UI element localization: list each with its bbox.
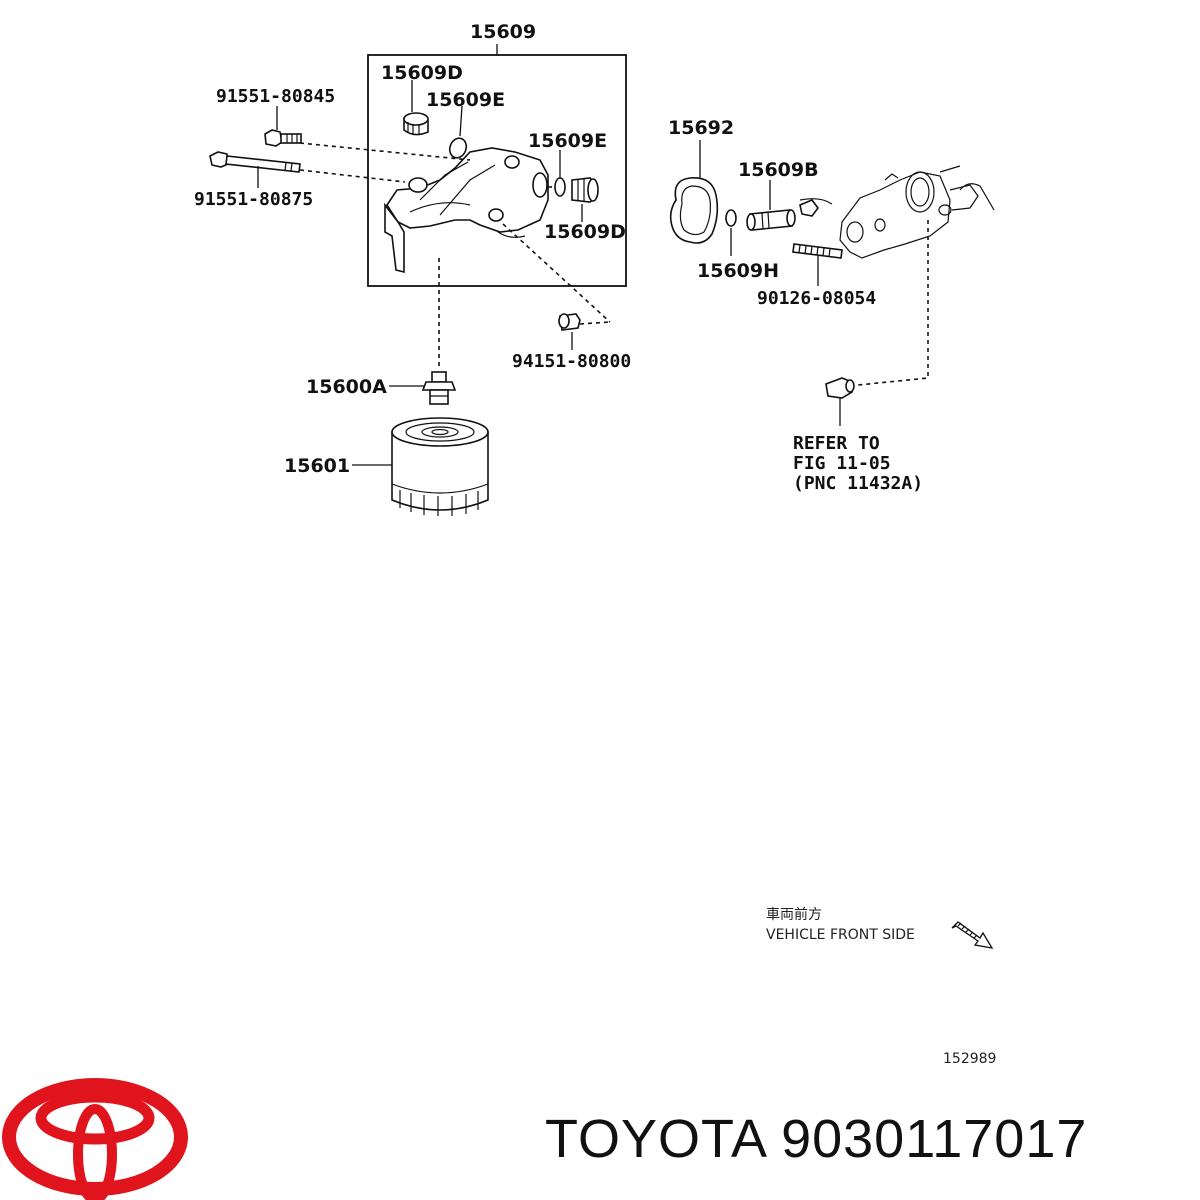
stud-90126-08054 [792, 243, 843, 259]
toyota-logo-icon [2, 1078, 188, 1200]
o-ring-15609E-right [554, 177, 566, 197]
label-15609D-right: 15609D [544, 221, 626, 243]
front-label-en: VEHICLE FRONT SIDE [766, 927, 915, 943]
brand-name: TOYOTA [545, 1109, 766, 1169]
label-15609B: 15609B [738, 159, 819, 181]
front-label-jp: 車両前方 [766, 906, 822, 923]
drain-plug-refer [825, 377, 855, 399]
label-15609: 15609 [470, 21, 536, 43]
label-15601: 15601 [284, 455, 350, 477]
label-15609E-right: 15609E [528, 130, 607, 152]
engine-block-fragment [799, 165, 995, 259]
label-91551-80845: 91551-80845 [216, 86, 335, 107]
plug-94151-80800 [558, 313, 581, 331]
oil-filter-15601 [391, 417, 489, 516]
label-15609H: 15609H [697, 260, 779, 282]
label-15600A: 15600A [306, 376, 387, 398]
label-94151-80800: 94151-80800 [512, 351, 631, 372]
part-number: 9030117017 [781, 1109, 1088, 1169]
refer-note-line1: REFER TO [793, 433, 880, 454]
label-90126-08054: 90126-08054 [757, 288, 876, 309]
pipe-15609B [746, 209, 796, 231]
bolt-91551-80875 [209, 151, 301, 173]
figure-number: 152989 [943, 1051, 996, 1067]
label-15609E-top: 15609E [426, 89, 505, 111]
union-15600A [421, 371, 457, 405]
label-15692: 15692 [668, 117, 734, 139]
brand-title: TOYOTA 9030117017 [545, 1108, 1087, 1170]
refer-note-line2: FIG 11-05 [793, 453, 891, 474]
vehicle-front-arrow-icon [951, 921, 994, 949]
o-ring-15609E-top [448, 137, 468, 159]
ring-15609H [725, 209, 737, 227]
label-91551-80875: 91551-80875 [194, 189, 313, 210]
oil-filter-bracket-part [384, 147, 549, 274]
plug-15609D-top [403, 112, 429, 136]
label-15609D-top: 15609D [381, 62, 463, 84]
bolt-91551-80845 [264, 129, 302, 147]
refer-note-line3: (PNC 11432A) [793, 473, 923, 494]
plug-15609D-right [571, 177, 599, 203]
